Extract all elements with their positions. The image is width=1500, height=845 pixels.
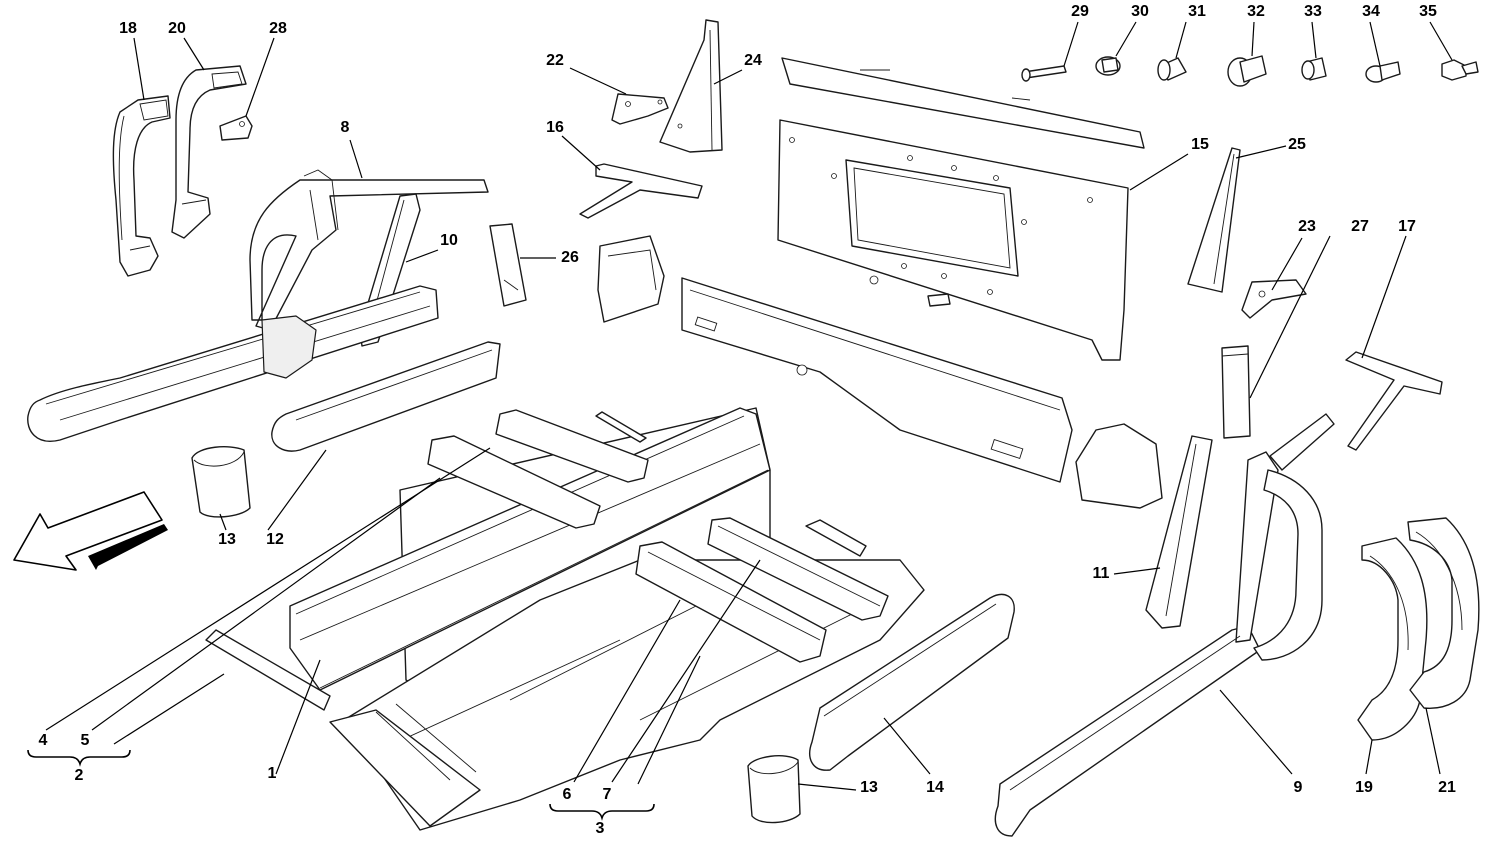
callout-5: 5 (81, 732, 90, 749)
callout-15: 15 (1191, 136, 1209, 153)
group-braces (27, 749, 655, 821)
part-25-gusset (1187, 147, 1241, 293)
part-1-longitudinal-rail (289, 407, 771, 691)
part-23-plate (1241, 279, 1307, 319)
callout-16: 16 (546, 119, 564, 136)
callout-17: 17 (1398, 218, 1416, 235)
callout-9: 9 (1294, 779, 1303, 796)
callout-27: 27 (1351, 218, 1369, 235)
callout-3: 3 (596, 820, 605, 837)
part-6-crossmember (635, 541, 827, 663)
part-20-pillar (171, 65, 247, 239)
part-11-post (1145, 435, 1213, 629)
part-9-right-sill (994, 413, 1335, 837)
part-17-t-bracket (1345, 351, 1443, 451)
mounting-bracket (1075, 423, 1163, 509)
part-15-bulkhead-panel (777, 57, 1145, 361)
part-5-crossmember (495, 409, 649, 483)
left-side-sill (27, 285, 439, 442)
callout-11: 11 (1093, 565, 1110, 582)
callout-20: 20 (168, 20, 186, 37)
part-16-t-bracket (579, 163, 703, 219)
fastener-32-insert (1227, 55, 1267, 87)
part-21-arch (1407, 517, 1480, 709)
fastener-34-bolt (1365, 61, 1401, 83)
part-24-gusset (659, 19, 723, 153)
part-18-pillar (112, 95, 171, 277)
callout-18: 18 (119, 20, 137, 37)
fastener-35-bolt (1441, 59, 1479, 81)
part-drawings (27, 19, 1480, 837)
part-19-arch (1357, 537, 1428, 741)
part-27-tube (1221, 345, 1251, 439)
callout-24: 24 (744, 52, 762, 69)
callout-35: 35 (1419, 3, 1437, 20)
callout-10: 10 (440, 232, 458, 249)
callout-30: 30 (1131, 3, 1149, 20)
callout-labels: 18 20 28 8 10 26 22 24 16 29 30 31 32 33… (39, 3, 1456, 837)
part-4-crossmember (427, 435, 601, 529)
callout-28: 28 (269, 20, 287, 37)
callout-22: 22 (546, 52, 564, 69)
fastener-30-nut (1095, 56, 1121, 76)
callout-13-lower: 13 (860, 779, 878, 796)
part-13-sleeve-lower (747, 755, 801, 824)
reinforcement-block (597, 235, 665, 323)
callout-26: 26 (561, 249, 579, 266)
part-28-bracket (219, 115, 253, 141)
front-direction-arrow (13, 491, 168, 571)
callout-7: 7 (603, 786, 612, 803)
callout-19: 19 (1355, 779, 1373, 796)
fastener-33-nut (1301, 57, 1327, 81)
callout-34: 34 (1362, 3, 1380, 20)
callout-21: 21 (1438, 779, 1456, 796)
callout-6: 6 (563, 786, 572, 803)
front-floor-section (329, 703, 481, 827)
callout-25: 25 (1288, 136, 1306, 153)
leader-lines (45, 21, 1453, 791)
fastener-31-insert (1157, 57, 1187, 81)
callout-32: 32 (1247, 3, 1265, 20)
part-7-crossmember (707, 517, 889, 621)
callout-2: 2 (75, 767, 84, 784)
callout-29: 29 (1071, 3, 1089, 20)
callout-31: 31 (1188, 3, 1206, 20)
front-sill-section (205, 629, 331, 711)
part-22-bracket (611, 93, 669, 125)
brace-group-2 (27, 749, 131, 767)
part-13-sleeve-upper (191, 446, 251, 518)
part-14-sill-member (809, 593, 1015, 771)
fastener-29-rivet (1021, 65, 1067, 82)
part-12-sill-member (271, 341, 501, 452)
part-26-box (489, 223, 527, 307)
brace-group-3 (549, 803, 655, 821)
callout-33: 33 (1304, 3, 1322, 20)
floor-bracket (595, 411, 867, 557)
callout-13-upper: 13 (218, 531, 236, 548)
callout-23: 23 (1298, 218, 1316, 235)
part-8-door-frame (249, 169, 489, 331)
callout-12: 12 (266, 531, 284, 548)
callout-4: 4 (39, 732, 48, 749)
callout-14: 14 (926, 779, 944, 796)
callout-1: 1 (268, 765, 277, 782)
callout-8: 8 (341, 119, 350, 136)
rear-cross-member (681, 277, 1073, 483)
